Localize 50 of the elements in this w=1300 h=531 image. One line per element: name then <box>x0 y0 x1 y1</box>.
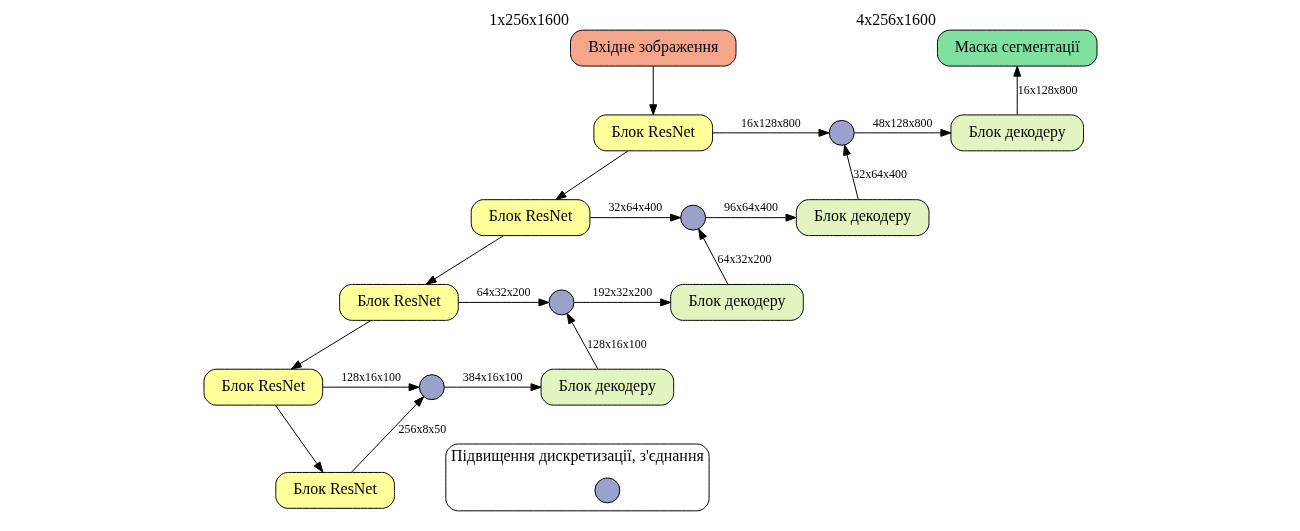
arrow <box>566 313 598 370</box>
node-box: Блок ResNet <box>338 283 459 321</box>
arrow <box>573 298 671 307</box>
arrow <box>853 128 951 137</box>
node-label: 1x256x1600 <box>488 10 569 28</box>
arrow <box>554 150 628 200</box>
arrow <box>648 65 657 116</box>
arrow <box>443 383 541 392</box>
edge-label: 48x128x800 <box>872 115 932 130</box>
arrow <box>704 213 796 222</box>
node-box: Блок ResNet <box>274 471 395 509</box>
edge-label: 384x16x100 <box>462 369 523 384</box>
arrow <box>711 128 829 137</box>
node-box: Блок декодеру <box>540 368 674 406</box>
node-box: Блок декодеру <box>949 114 1084 152</box>
node-box: Блок ResNet <box>470 199 590 237</box>
node-box: Блок ResNet <box>203 368 323 406</box>
edge-label: 64x32x200 <box>717 252 771 267</box>
edge-label: 64x32x200 <box>476 285 531 300</box>
node-circle <box>679 204 706 231</box>
node-box: Вхідне зображення <box>569 29 736 67</box>
node-circle <box>828 119 855 146</box>
arrow <box>350 396 424 473</box>
node-box: Блок декодеру <box>795 199 929 237</box>
arrow <box>697 228 728 285</box>
node-box: Маска сегментації <box>936 29 1097 67</box>
cluster: Підвищення дискретизації, з'єднання <box>444 443 710 512</box>
edge-label: 96x64x400 <box>723 200 778 215</box>
edge-label: 128x16x100 <box>340 369 401 384</box>
node-circle <box>548 289 574 316</box>
node-circle <box>593 477 620 504</box>
edge-label: 16x128x800 <box>740 115 801 130</box>
node-box: Блок ResNet <box>592 114 713 152</box>
arrow <box>457 298 549 307</box>
edge-label: 256x8x50 <box>397 421 446 436</box>
node-box: Блок декодеру <box>669 283 804 321</box>
arrow <box>1012 65 1021 116</box>
arrow <box>290 320 371 370</box>
arrow <box>425 235 504 285</box>
arrow <box>321 383 420 392</box>
arrow <box>589 213 681 222</box>
arrow <box>274 404 323 473</box>
edge-label: 32x64x400 <box>852 167 907 182</box>
edge-label: 16x128x800 <box>1017 82 1078 97</box>
edge-label: 192x32x200 <box>591 285 652 300</box>
arrow <box>842 144 859 201</box>
edge-label: 32x64x400 <box>607 200 662 215</box>
node-circle <box>418 374 445 401</box>
edge-label: 128x16x100 <box>586 336 647 351</box>
node-label: 4x256x1600 <box>855 10 936 28</box>
